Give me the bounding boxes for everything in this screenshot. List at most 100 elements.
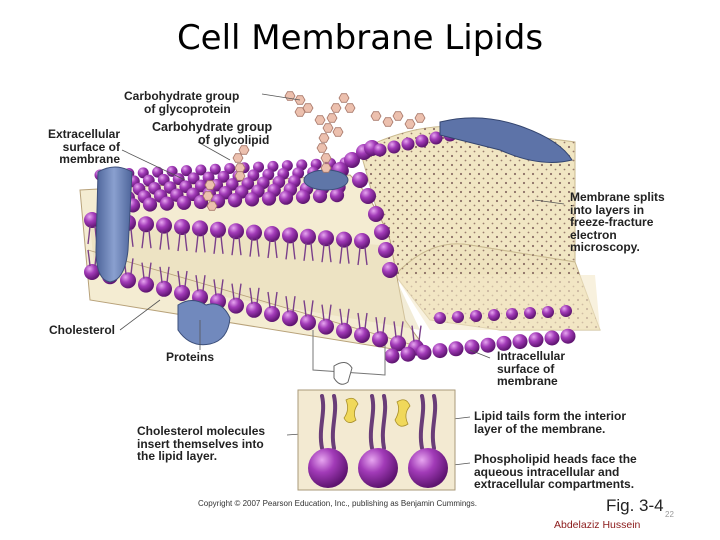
sugar-residue	[234, 171, 246, 181]
label-intracellular-surface: Intracellular surface of membrane	[497, 349, 566, 388]
phospholipid-head	[344, 152, 360, 168]
phospholipid-head	[174, 285, 190, 301]
slide-number: 22	[665, 510, 674, 519]
lipid-tail	[184, 270, 188, 288]
phospholipid-head	[432, 343, 448, 359]
lipid-tail	[159, 266, 163, 283]
upper-leaflet-front-heads	[84, 212, 370, 249]
lipid-tail	[303, 300, 307, 317]
sugar-residue	[206, 201, 218, 211]
phospholipid-head	[434, 312, 446, 324]
lipid-tail	[321, 244, 325, 263]
phospholipid-head	[246, 301, 262, 318]
lipid-tail	[195, 275, 199, 292]
phospholipid-head	[429, 131, 443, 145]
sugar-residue	[370, 111, 382, 121]
phospholipid-head	[264, 226, 280, 242]
phospholipid-head	[210, 221, 226, 238]
phospholipid-head	[452, 311, 464, 323]
sugar-residue	[320, 153, 332, 163]
phospholipid-head	[464, 339, 480, 355]
sugar-residue	[338, 93, 350, 103]
lipid-tail	[364, 246, 368, 266]
author-name: Abdelaziz Hussein	[554, 519, 641, 531]
intracellular-heads	[384, 305, 576, 364]
phospholipid-head	[416, 344, 432, 360]
phospholipid-head	[488, 309, 500, 321]
phospholipid-head	[152, 166, 164, 178]
lipid-tail	[177, 270, 181, 288]
lower-leaflet-front-heads	[84, 264, 424, 356]
phospholipid-head	[415, 134, 429, 148]
phospholipid-head	[84, 264, 100, 280]
phospholipid-head	[352, 172, 368, 188]
lipid-tail	[346, 308, 350, 325]
phospholipid-head	[217, 170, 230, 183]
phospholipid-head	[187, 172, 200, 185]
lipid-tail	[303, 242, 307, 261]
lipid-tail	[166, 231, 170, 250]
phospholipid-head	[354, 327, 370, 343]
lipid-tail	[195, 234, 199, 253]
inset-lipid-tail	[368, 394, 376, 450]
sugar-residue	[234, 163, 246, 173]
lipid-tail	[202, 234, 206, 253]
lipid-tail	[375, 317, 379, 334]
sugar-residue	[326, 113, 338, 123]
lipid-tail	[382, 317, 386, 334]
lipid-tail	[285, 296, 289, 313]
lipid-tail	[177, 232, 181, 252]
sugar-residue	[404, 119, 416, 129]
lipid-tail	[213, 279, 217, 296]
sugar-residue	[202, 191, 214, 201]
inset-lipid-tail	[380, 394, 388, 450]
inset-closeup	[297, 389, 456, 491]
phospholipid-head	[264, 306, 280, 322]
phospholipid-head	[166, 165, 178, 177]
label-glycoprotein: Carbohydrate group of glycoprotein	[124, 89, 240, 116]
phospholipid-head	[378, 242, 394, 258]
lipid-tail	[231, 237, 235, 256]
lipid-tail	[238, 283, 242, 300]
phospholipid-head	[387, 140, 401, 154]
lipid-tail	[267, 291, 271, 309]
lipid-tail	[357, 312, 361, 330]
phospholipid-head	[329, 188, 345, 203]
lipid-tail	[130, 258, 134, 275]
phospholipid-head	[496, 335, 512, 351]
lipid-tail	[310, 300, 314, 317]
lipid-tail	[418, 325, 422, 342]
lipid-tail	[339, 308, 343, 325]
sugar-residue	[392, 111, 404, 121]
label-cholesterol-molecules: Cholesterol molecules insert themselves …	[137, 424, 266, 463]
lipid-tail	[292, 296, 296, 313]
phospholipid-head	[470, 310, 482, 322]
phospholipid-head	[120, 272, 136, 289]
lipid-tail	[141, 230, 145, 249]
phospholipid-head	[138, 276, 154, 293]
phospholipid-head	[295, 189, 311, 204]
sugar-residue	[316, 143, 328, 153]
sugar-residue	[294, 107, 306, 117]
phospholipid-head	[354, 233, 370, 249]
phospholipid-head	[228, 297, 244, 314]
label-phospholipid-heads: Phospholipid heads face the aqueous intr…	[474, 452, 637, 491]
phospholipid-head	[318, 230, 334, 247]
lipid-tail	[328, 244, 332, 263]
phospholipid-head	[195, 164, 207, 176]
phospholipid-head	[390, 335, 406, 352]
phospholipid-head	[542, 306, 554, 318]
figure-reference: Fig. 3-4	[606, 496, 664, 515]
sugar-residue	[382, 117, 394, 127]
phospholipid-head	[373, 143, 387, 157]
label-extracellular-surface: Extracellular surface of membrane	[47, 127, 120, 166]
phospholipid-head	[142, 197, 158, 212]
phospholipid-head	[138, 216, 154, 233]
phospholipid-head	[253, 161, 265, 173]
phospholipid-head	[368, 206, 384, 222]
lipid-tail	[220, 235, 224, 254]
phospholipid-head	[560, 328, 576, 344]
lipid-tail	[364, 312, 368, 330]
lipid-tail	[274, 291, 278, 309]
curled-layer-heads	[332, 122, 485, 278]
